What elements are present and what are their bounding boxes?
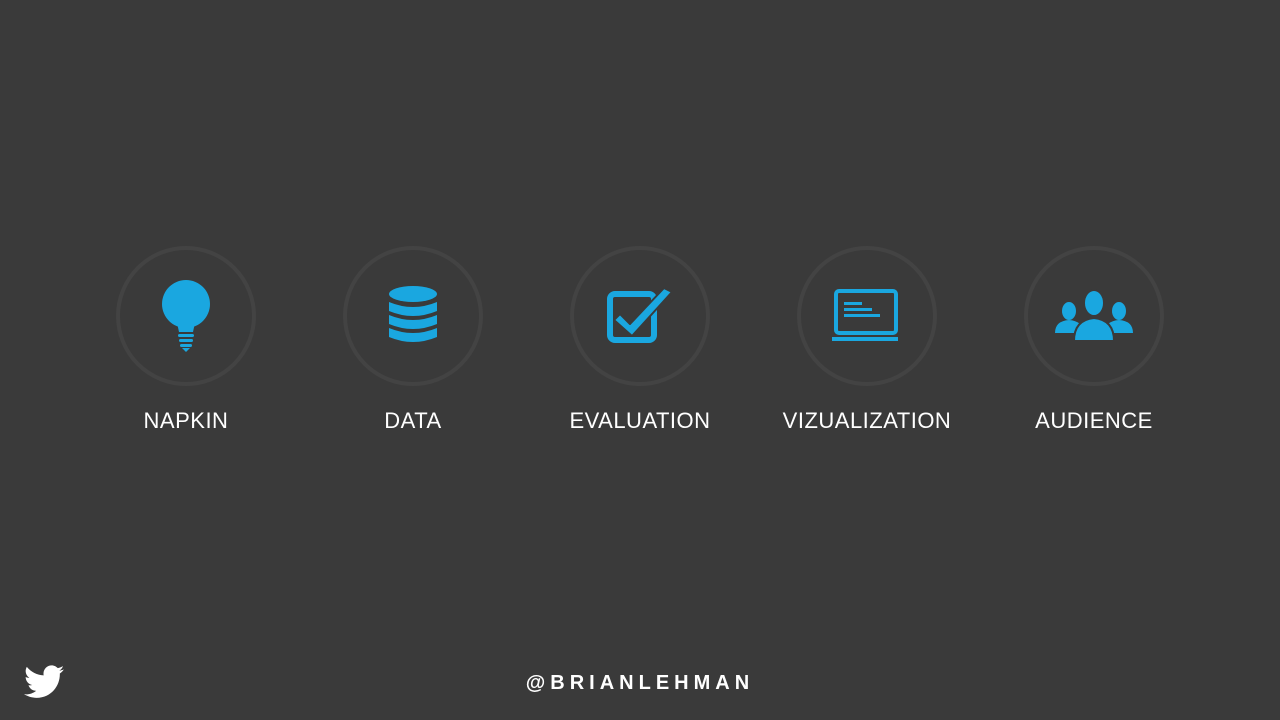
step-napkin: NAPKIN	[66, 246, 306, 434]
checkbox-icon	[607, 287, 673, 343]
step-label: DATA	[384, 408, 442, 433]
step-evaluation: EVALUATION	[520, 246, 760, 434]
step-label: AUDIENCE	[1035, 408, 1153, 433]
step-label: VIZUALIZATION	[782, 408, 952, 433]
step-data: DATA	[293, 246, 533, 434]
database-icon	[389, 286, 437, 342]
monitor-icon	[832, 289, 898, 341]
icon-ring	[570, 246, 710, 386]
twitter-handle: @BRIANLEHMAN	[525, 672, 755, 694]
icon-ring	[1024, 246, 1164, 386]
lightbulb-icon	[162, 280, 210, 352]
step-label: EVALUATION	[569, 408, 711, 433]
step-audience: AUDIENCE	[974, 246, 1214, 434]
icon-ring	[797, 246, 937, 386]
twitter-bird-icon	[24, 665, 64, 698]
icon-ring	[116, 246, 256, 386]
people-icon	[1055, 289, 1133, 342]
step-label: NAPKIN	[143, 408, 229, 433]
icon-ring	[343, 246, 483, 386]
step-vizualization: VIZUALIZATION	[747, 246, 987, 434]
